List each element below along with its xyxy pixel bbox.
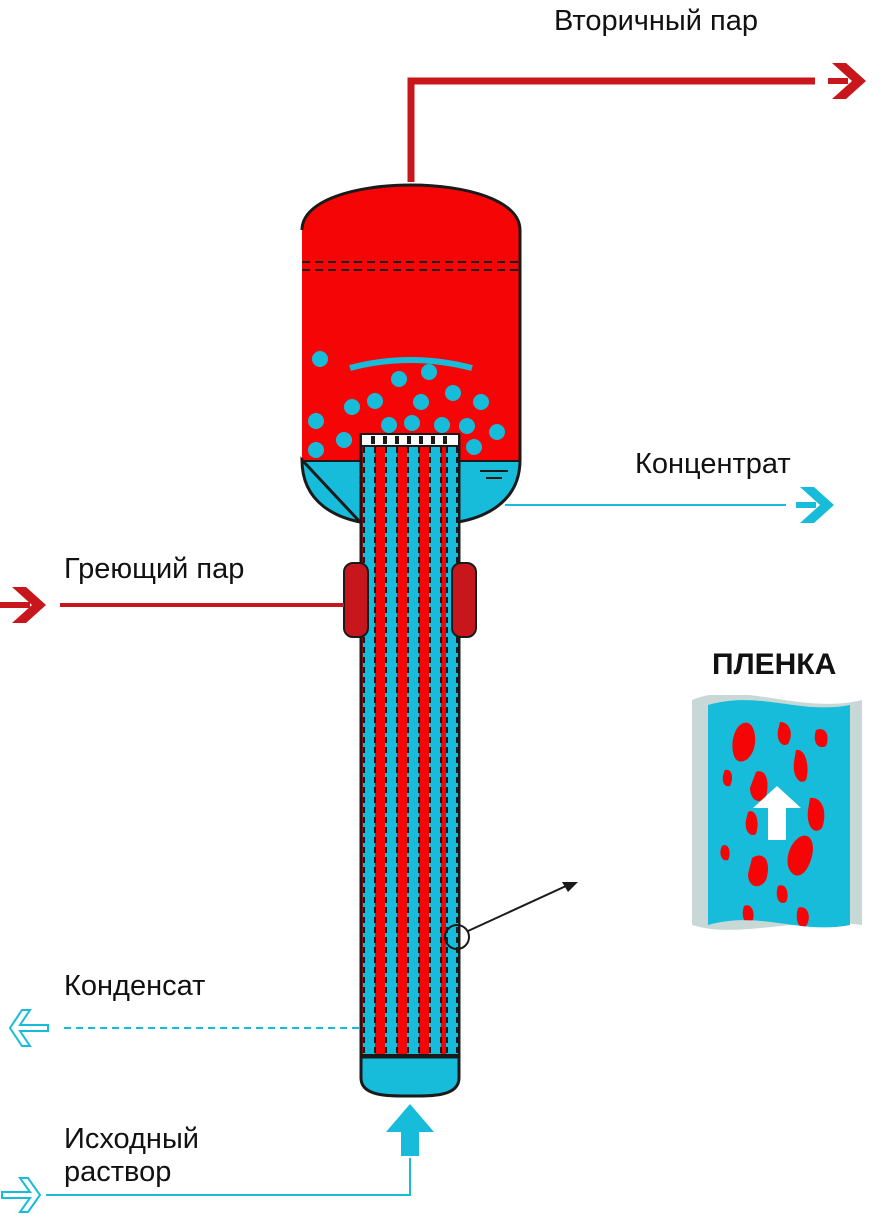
secondary-steam-pipe	[407, 77, 815, 182]
condensate-arrow-icon	[8, 1009, 49, 1047]
concentrate-label: Концентрат	[635, 448, 791, 480]
steam-jacket-left	[343, 562, 369, 638]
film-flow-arrow-icon	[753, 786, 801, 840]
tube-openings	[371, 436, 447, 444]
steam-jacket-right	[451, 562, 477, 638]
feed-label-line1: Исходный	[64, 1123, 199, 1155]
zoom-marker	[444, 924, 470, 950]
condensate-label: Конденсат	[64, 970, 205, 1002]
separator-vessel-outline	[300, 183, 522, 525]
feed-arrow-icon	[1, 1177, 42, 1213]
zoom-pointer	[467, 885, 567, 932]
film-detail	[692, 690, 862, 940]
film-label: ПЛЕНКА	[712, 648, 836, 681]
concentrate-arrow-icon	[796, 487, 834, 523]
deflector-plate	[349, 357, 473, 371]
zoom-pointer-head	[562, 882, 578, 892]
liquid-level-icon	[480, 470, 508, 479]
feed-line	[46, 1158, 411, 1196]
feed-up-arrow-icon	[386, 1104, 434, 1156]
heating-steam-arrow-icon	[0, 587, 46, 623]
secondary-steam-arrow-icon	[828, 63, 866, 99]
droplets	[308, 351, 505, 458]
feed-label-line2: раствор	[64, 1156, 171, 1188]
secondary-steam-label: Вторичный пар	[554, 5, 758, 37]
tube-walls	[363, 437, 458, 1057]
heating-steam-label: Греющий пар	[64, 553, 244, 585]
steam-bubbles	[720, 722, 828, 928]
bottom-chamber	[359, 1055, 461, 1098]
